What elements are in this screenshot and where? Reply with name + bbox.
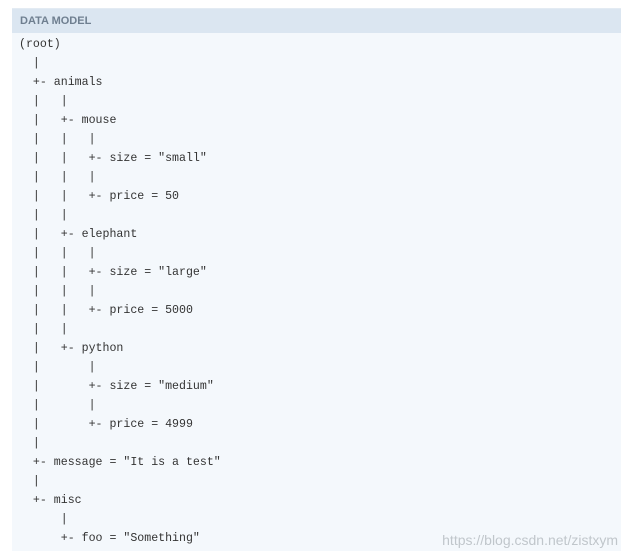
data-model-panel: DATA MODEL (root) | +- animals | | | +- … [12,8,621,551]
tree-line: | +- elephant [19,228,138,241]
tree-line: | | | [19,171,96,184]
tree-line: +- message = "It is a test" [19,456,221,469]
tree-line: +- misc [19,494,82,507]
tree-line: | [19,475,40,488]
tree-line: | | +- price = 50 [19,190,180,203]
tree-code-block: (root) | +- animals | | | +- mouse | | |… [19,35,221,548]
tree-line: | | [19,323,68,336]
tree-line: | | | [19,247,96,260]
tree-line: | | | [19,285,96,298]
panel-title: DATA MODEL [12,9,621,33]
tree-line: | | [19,399,96,412]
tree-line: | | [19,95,68,108]
tree-line: +- animals [19,76,103,89]
tree-line: | | +- size = "large" [19,266,207,279]
tree-line: | +- size = "medium" [19,380,214,393]
tree-line: | +- mouse [19,114,117,127]
tree-line: | | [19,361,96,374]
tree-line: | +- price = 4999 [19,418,193,431]
tree-line: | +- python [19,342,124,355]
tree-line: | [19,513,68,526]
tree-line: | [19,57,40,70]
tree-line: +- foo = "Something" [19,532,200,545]
tree-line: | | +- size = "small" [19,152,207,165]
tree-line: | [19,437,40,450]
watermark-text: https://blog.csdn.net/zistxym [442,532,618,548]
tree-line: (root) [19,38,61,51]
tree-line: | | | [19,133,96,146]
tree-line: | | +- price = 5000 [19,304,193,317]
tree-line: | | [19,209,68,222]
